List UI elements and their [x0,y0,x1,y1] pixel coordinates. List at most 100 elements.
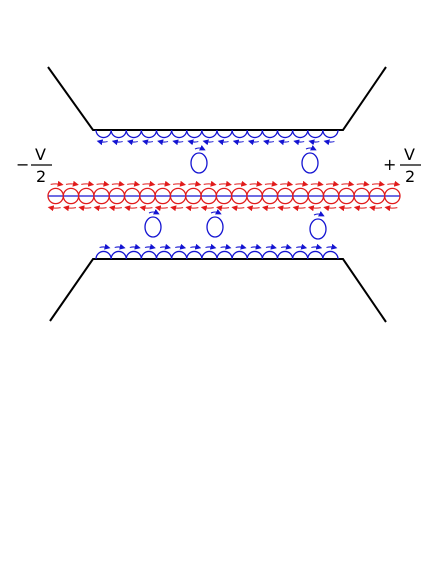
channel-lower-arrow [292,205,306,212]
channel-lower-arrow [139,205,153,212]
bottom-edge-arrow [296,243,308,250]
upper-bulk-loop-arrow [194,144,206,151]
top-edge-loop [201,129,218,139]
bottom-edge-loop [276,250,294,260]
bulk-localized-states [144,144,327,240]
bottom-edge-loop [125,250,143,260]
top-edge-arrow [263,139,275,146]
channel-lower-arrow [170,205,184,212]
lower-bulk-loop [144,216,162,238]
channel-upper-arrow [96,180,110,187]
lower-bulk-loop-arrow [148,208,160,215]
lower-bulk-loop [206,216,224,238]
top-edge-arrow [278,139,290,146]
channel-upper-arrow [111,180,125,187]
top-edge-loop [155,129,173,139]
channel-lower-arrow [323,205,337,212]
channel-loop [384,187,401,205]
channel-lower-arrow [154,205,168,212]
lower-bulk-loop-arrow [210,208,222,215]
bottom-edge-loop [140,250,158,260]
bottom-edge-loop [186,250,203,260]
channel-lower-arrow [307,205,321,212]
channel-lower-arrow [231,205,245,212]
channel-upper-arrow [157,180,171,187]
top-edge-loop [276,129,294,139]
right-voltage-label: + V 2 [383,145,421,186]
channel-lower-arrow [124,205,138,212]
bottom-edge-arrow [175,243,187,250]
left-numerator: V [35,145,46,164]
channel-upper-arrow [356,180,370,187]
bottom-edge-arrow [114,243,126,250]
channel-upper-arrow [387,180,401,187]
right-numerator: V [404,145,415,164]
bottom-edge-states [95,243,339,260]
left-voltage-label: − V 2 [16,145,52,186]
channel-upper-arrow [264,180,278,187]
channel-lower-arrow [185,205,199,212]
channel-upper-arrow [65,180,79,187]
top-edge-loop [125,129,143,139]
channel-lower-arrow [261,205,276,212]
right-sign: + [383,155,396,174]
top-edge-arrow [232,139,244,146]
channel-upper-arrow [310,180,324,187]
top-edge-arrow [217,139,229,146]
right-denominator: 2 [405,167,415,186]
bottom-edge-arrow [129,243,141,250]
channel-upper-arrow [172,180,187,187]
top-edge-loop [95,129,112,139]
bottom-edge-arrow [265,243,277,250]
top-edge-loop [261,129,279,139]
channel-upper-arrow [218,180,232,187]
bottom-edge-arrow [190,243,202,250]
bottom-edge-loop [170,250,188,260]
top-edge-loop [322,129,339,139]
top-edge-loop [216,129,233,139]
channel-lower-arrow [277,205,291,212]
bottom-edge-loop [201,250,218,260]
top-edge-arrow [96,139,108,146]
bottom-edge-loop [291,250,309,260]
bottom-edge-arrow [220,243,232,250]
channel-upper-arrow [371,180,385,187]
top-edge-loop [246,129,264,139]
bottom-edge-arrow [235,243,247,250]
top-edge-arrow [293,139,305,146]
bottom-edge-loop [307,250,324,260]
top-edge-loop [291,129,309,139]
top-edge-arrow [111,139,123,146]
top-edge-loop [140,129,158,139]
bottom-edge-loop [95,250,112,260]
top-edge-loop [307,129,324,139]
central-channel-states [47,180,401,212]
bottom-edge-arrow [326,243,338,250]
upper-contact-outline [47,66,387,131]
top-edge-arrow [126,139,138,146]
top-edge-states [95,129,339,146]
top-edge-arrow [157,139,169,146]
channel-upper-arrow [50,180,64,187]
bottom-edge-arrow [250,243,262,250]
top-edge-loop [110,129,127,139]
top-edge-arrow [323,139,335,146]
channel-lower-arrow [93,205,107,212]
left-sign: − [16,155,29,174]
bottom-edge-arrow [311,243,323,250]
channel-lower-arrow [338,205,352,212]
bottom-edge-arrow [205,243,217,250]
bottom-edge-loop [246,250,264,260]
bottom-edge-loop [216,250,233,260]
channel-lower-arrow [369,205,383,212]
channel-upper-arrow [188,180,202,187]
top-edge-loop [231,129,248,139]
channel-upper-arrow [280,180,294,187]
top-edge-arrow [187,139,199,146]
channel-lower-arrow [47,205,61,212]
top-edge-arrow [247,139,259,146]
channel-upper-arrow [234,180,248,187]
channel-upper-arrow [203,180,217,187]
top-edge-arrow [142,139,154,146]
